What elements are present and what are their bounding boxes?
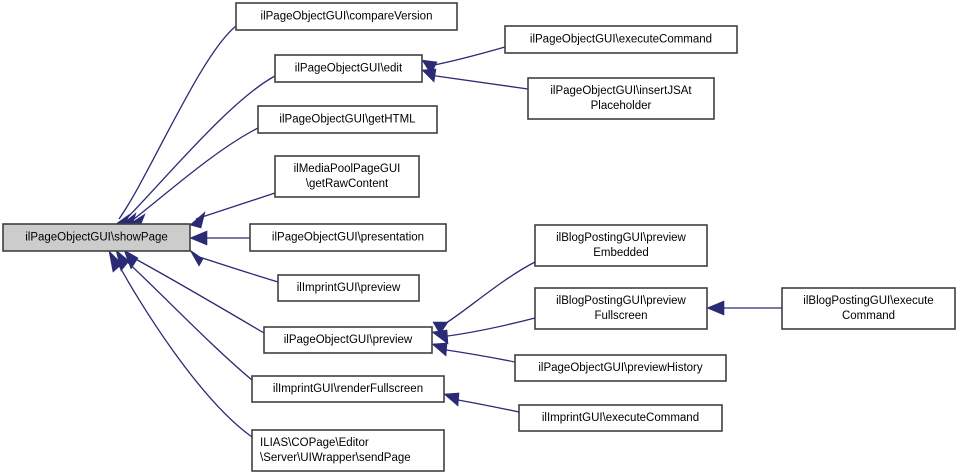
arrowhead-presentation-to-showPage <box>189 230 208 246</box>
node-box-renderFullscreen[interactable] <box>251 375 445 403</box>
node-label-insertJSAtPlaceholder: Placeholder <box>591 100 652 112</box>
arrowhead-previewHistory-to-pageObjectPreview <box>431 342 448 357</box>
node-presentation[interactable]: ilPageObjectGUI\presentation <box>249 223 447 252</box>
node-label-previewEmbedded: ilBlogPostingGUI\preview <box>556 232 686 244</box>
node-box-insertJSAtPlaceholder[interactable] <box>527 77 715 120</box>
node-previewHistory[interactable]: ilPageObjectGUI\previewHistory <box>514 354 727 382</box>
node-box-previewEmbedded[interactable] <box>534 224 708 267</box>
edge-executeCommandPO-to-edit <box>428 46 506 67</box>
node-box-sendPage[interactable] <box>251 429 445 472</box>
node-label-sendPage: ILIAS\COPage\Editor <box>260 437 369 449</box>
node-label-pageObjectPreview: ilPageObjectGUI\preview <box>284 334 413 346</box>
arrowhead-executeCommandPO-to-edit <box>421 59 438 75</box>
edge-previewEmbedded-to-pageObjectPreview <box>439 261 536 328</box>
node-box-executeCommandImprint[interactable] <box>518 404 723 432</box>
node-box-edit[interactable] <box>274 54 423 83</box>
node-label-executeCommandBlog: ilBlogPostingGUI\execute <box>803 295 933 307</box>
edge-edit-to-showPage <box>125 75 276 220</box>
node-executeCommandPO[interactable]: ilPageObjectGUI\executeCommand <box>504 25 738 54</box>
node-label-presentation: ilPageObjectGUI\presentation <box>272 232 424 244</box>
arrowhead-getRawContent-to-showPage <box>189 211 206 229</box>
node-label-getRawContent: ilMediaPoolPageGUI <box>294 163 401 175</box>
node-box-executeCommandBlog[interactable] <box>781 287 956 330</box>
node-renderFullscreen[interactable]: ilImprintGUI\renderFullscreen <box>251 375 445 403</box>
edge-compareVersion-to-showPage <box>118 25 237 220</box>
node-box-showPage[interactable] <box>2 223 191 252</box>
node-label-getHTML: ilPageObjectGUI\getHTML <box>279 114 416 126</box>
node-box-imprintPreview[interactable] <box>277 274 420 302</box>
node-label-edit: ilPageObjectGUI\edit <box>295 63 403 75</box>
node-label-insertJSAtPlaceholder: ilPageObjectGUI\insertJSAt <box>550 85 692 97</box>
edge-previewHistory-to-pageObjectPreview <box>439 348 516 363</box>
node-getHTML[interactable]: ilPageObjectGUI\getHTML <box>257 105 438 134</box>
edge-sendPage-to-showPage <box>114 257 253 438</box>
node-sendPage[interactable]: ILIAS\COPage\Editor \Server\UIWrapper\sen… <box>251 429 445 472</box>
arrowhead-imprintPreview-to-showPage <box>189 249 204 267</box>
node-executeCommandBlog[interactable]: ilBlogPostingGUI\executeCommand <box>781 287 956 330</box>
arrowhead-sendPage-to-showPage <box>108 250 123 273</box>
node-box-pageObjectPreview[interactable] <box>263 326 433 354</box>
arrowhead-executeCommandImprint-to-renderFullscreen <box>443 392 460 407</box>
edge-getHTML-to-showPage <box>133 127 259 220</box>
edge-previewFullscreen-to-pageObjectPreview <box>439 317 536 338</box>
node-label-previewFullscreen: ilBlogPostingGUI\preview <box>556 295 686 307</box>
node-label-previewEmbedded: Embedded <box>593 247 649 259</box>
node-box-previewHistory[interactable] <box>514 354 727 382</box>
arrowhead-previewFullscreen-to-pageObjectPreview <box>431 329 449 345</box>
node-box-presentation[interactable] <box>249 223 447 252</box>
node-label-imprintPreview: ilImprintGUI\preview <box>297 282 401 294</box>
node-box-executeCommandPO[interactable] <box>504 25 738 54</box>
node-label-getRawContent: \getRawContent <box>306 178 389 190</box>
node-label-executeCommandPO: ilPageObjectGUI\executeCommand <box>530 34 712 46</box>
arrowhead-insertJSAtPlaceholder-to-edit <box>421 68 437 83</box>
node-label-executeCommandImprint: ilImprintGUI\executeCommand <box>542 412 699 424</box>
node-executeCommandImprint[interactable]: ilImprintGUI\executeCommand <box>518 404 723 432</box>
edge-renderFullscreen-to-showPage <box>121 256 253 381</box>
edge-getRawContent-to-showPage <box>195 192 276 220</box>
node-label-executeCommandBlog: Command <box>842 310 895 322</box>
edge-insertJSAtPlaceholder-to-edit <box>428 74 529 90</box>
node-label-sendPage: \Server\UIWrapper\sendPage <box>260 452 411 464</box>
node-box-previewFullscreen[interactable] <box>534 287 708 330</box>
node-getRawContent[interactable]: ilMediaPoolPageGUI \getRawContent <box>274 155 420 198</box>
node-label-showPage: ilPageObjectGUI\showPage <box>25 232 168 244</box>
node-box-getRawContent[interactable] <box>274 155 420 198</box>
edge-executeCommandImprint-to-renderFullscreen <box>451 398 520 413</box>
edge-imprintPreview-to-showPage <box>195 255 279 283</box>
node-box-compareVersion[interactable] <box>235 2 458 31</box>
node-edit[interactable]: ilPageObjectGUI\edit <box>274 54 423 83</box>
edge-pageObjectPreview-to-showPage <box>129 255 265 334</box>
arrowhead-executeCommandBlog-to-previewFullscreen <box>706 300 725 316</box>
node-label-renderFullscreen: ilImprintGUI\renderFullscreen <box>273 383 423 395</box>
node-label-compareVersion: ilPageObjectGUI\compareVersion <box>261 11 433 23</box>
node-pageObjectPreview[interactable]: ilPageObjectGUI\preview <box>263 326 433 354</box>
node-label-previewFullscreen: Fullscreen <box>594 310 647 322</box>
node-imprintPreview[interactable]: ilImprintGUI\preview <box>277 274 420 302</box>
node-box-getHTML[interactable] <box>257 105 438 134</box>
node-label-previewHistory: ilPageObjectGUI\previewHistory <box>538 362 703 374</box>
node-showPage[interactable]: ilPageObjectGUI\showPage <box>2 223 191 252</box>
node-compareVersion[interactable]: ilPageObjectGUI\compareVersion <box>235 2 458 31</box>
arrowhead-previewEmbedded-to-pageObjectPreview <box>432 321 449 335</box>
